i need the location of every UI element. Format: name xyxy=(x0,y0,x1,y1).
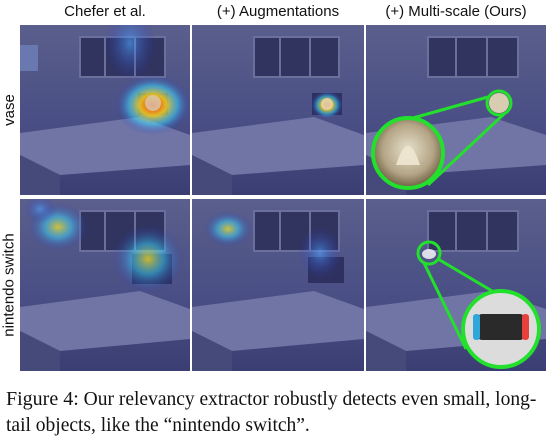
row-label-vase: vase xyxy=(0,25,20,195)
figure-label: Figure 4: xyxy=(6,388,79,410)
panel-vase-multiscale xyxy=(366,25,546,195)
column-header-augmentations: (+) Augmentations xyxy=(216,3,340,20)
row-label-nintendo-text: nintendo switch xyxy=(1,233,18,337)
row-label-nintendo-switch: nintendo switch xyxy=(0,199,20,371)
row-label-vase-text: vase xyxy=(1,94,18,126)
figure-caption: Figure 4: Our relevancy extractor robust… xyxy=(6,386,546,439)
column-header-chefer: Chefer et al. xyxy=(64,3,146,20)
panel-switch-multiscale xyxy=(366,199,546,371)
panel-vase-chefer xyxy=(20,25,190,195)
panel-switch-chefer xyxy=(20,199,190,371)
panel-vase-augmentations xyxy=(192,25,364,195)
panel-switch-augmentations xyxy=(192,199,364,371)
figure-caption-text: Our relevancy extractor robustly detects… xyxy=(6,389,537,436)
column-header-multiscale: (+) Multi-scale (Ours) xyxy=(385,3,527,20)
